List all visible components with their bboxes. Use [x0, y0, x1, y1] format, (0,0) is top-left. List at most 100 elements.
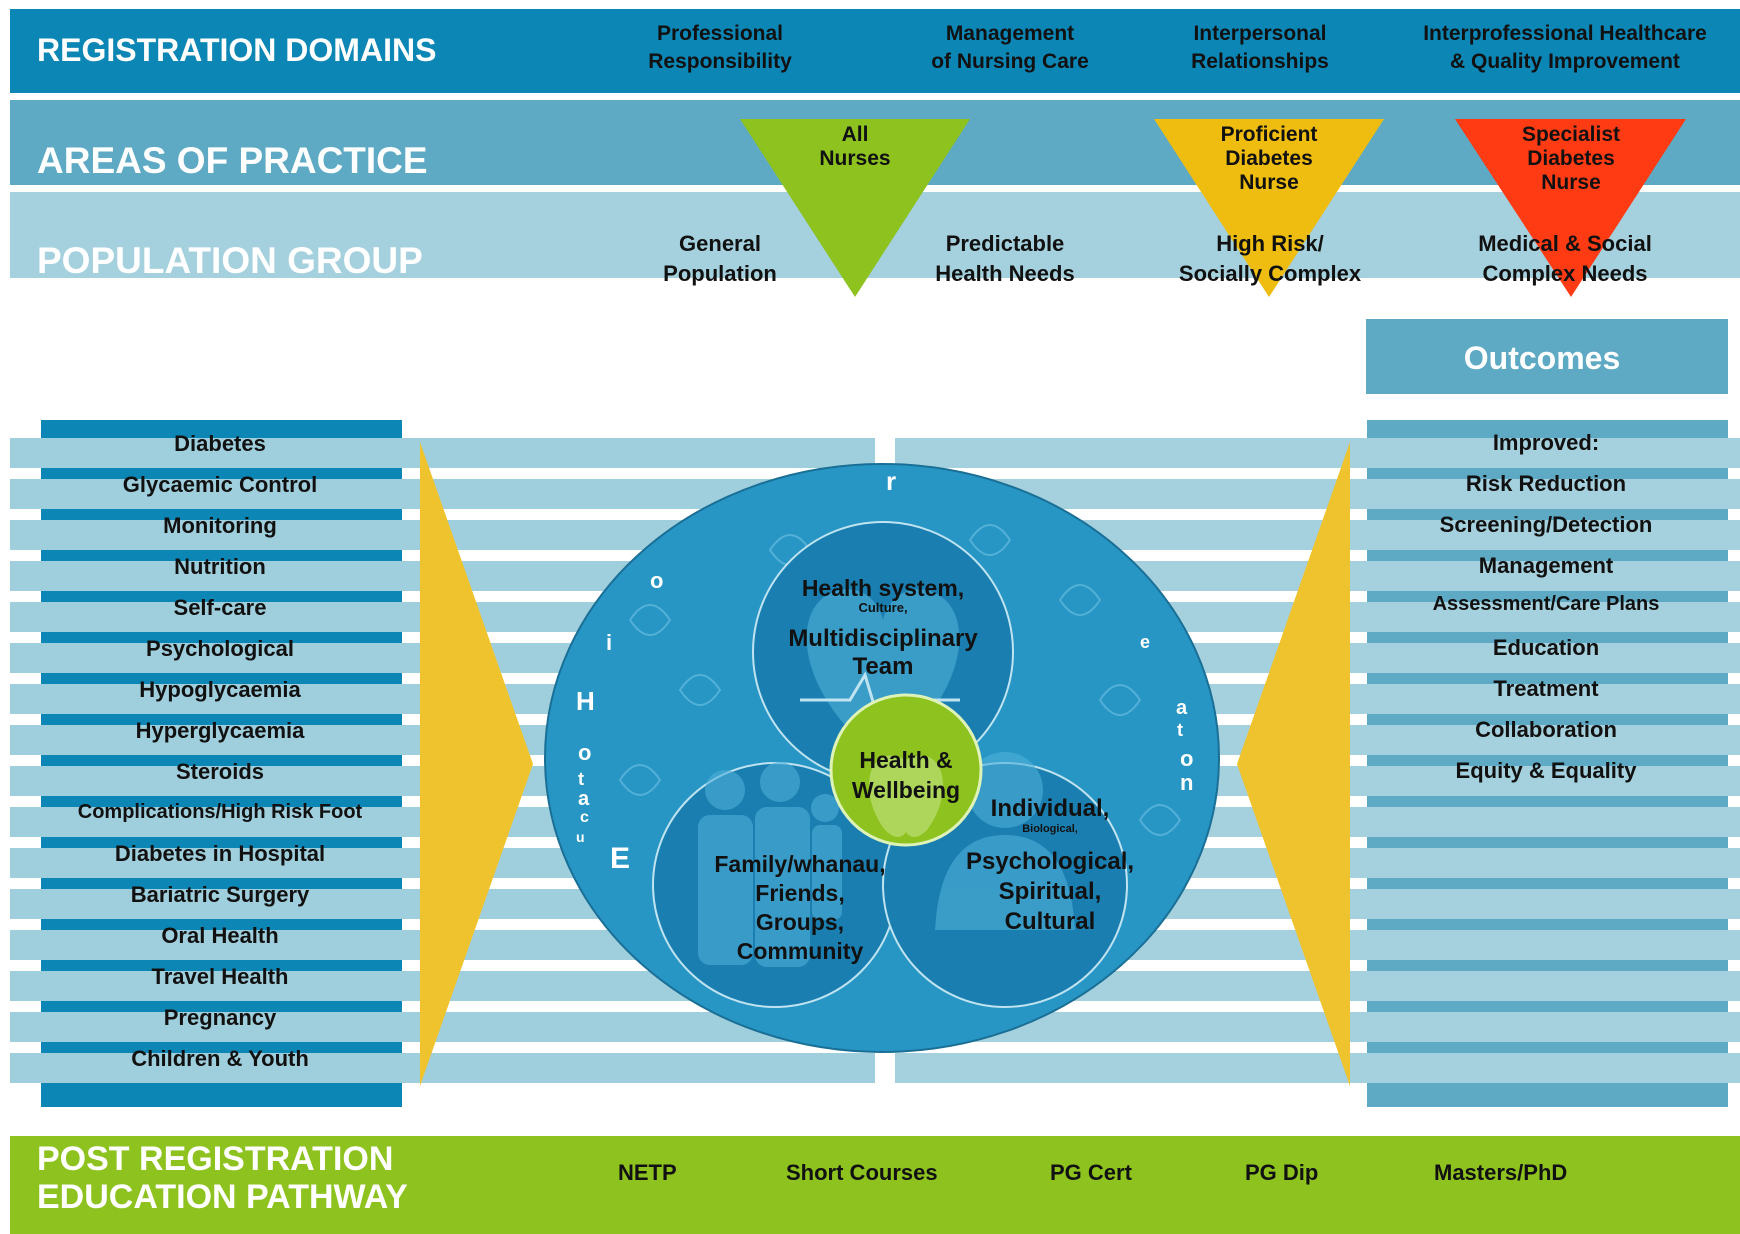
family-member-head — [760, 762, 800, 802]
left-circle-label: Family/whanau, Friends, Groups, Communit… — [690, 850, 910, 966]
rim-letter-c: c — [580, 809, 589, 826]
outcome-item: Management — [1478, 553, 1614, 578]
rim-letter-a: a — [578, 788, 590, 810]
domain-line: Interpersonal — [1193, 22, 1327, 45]
person-head — [967, 752, 1043, 828]
outcome-item: Assessment/Care Plans — [1432, 593, 1660, 615]
population-general: General Population — [610, 229, 830, 289]
stripe-divider — [41, 632, 402, 643]
outcome-item: Screening/Detection — [1439, 512, 1653, 537]
pathway-item-netp: NETP — [618, 1160, 677, 1185]
domain-professional-responsibility: Professional Responsibility — [600, 20, 840, 76]
topic-item: Glycaemic Control — [122, 472, 318, 497]
population-line: Population — [663, 261, 777, 286]
rim-letter-a2: a — [1176, 697, 1188, 719]
stripe-row — [895, 438, 1740, 468]
left-line1: Family/whanau, — [714, 851, 886, 877]
rim-letter-n: n — [1180, 770, 1193, 795]
stripe-divider — [41, 919, 402, 930]
topic-item: Steroids — [175, 759, 265, 784]
center-line2: Wellbeing — [851, 777, 961, 803]
stripe-divider — [41, 673, 402, 684]
rim-letters: r H E o t a c u i o e a t o n — [576, 466, 1193, 875]
topic-item: Diabetes in Hospital — [114, 841, 326, 866]
topic-item: Oral Health — [161, 923, 279, 948]
triangle-line: Nurses — [819, 147, 891, 170]
domain-interpersonal-relationships: Interpersonal Relationships — [1150, 20, 1370, 76]
registration-domains-title: REGISTRATION DOMAINS — [37, 32, 437, 68]
stripe-divider — [1367, 632, 1728, 643]
specialist-nurse-triangle — [1455, 119, 1686, 297]
population-line: Socially Complex — [1178, 261, 1362, 286]
topic-item: Pregnancy — [163, 1005, 277, 1030]
domain-line: of Nursing Care — [931, 50, 1089, 73]
left-line3: Groups, — [755, 909, 845, 935]
stripe-divider — [41, 714, 402, 725]
rim-letter-E: E — [610, 842, 630, 875]
outcomes-list: Improved: Risk Reduction Screening/Detec… — [1366, 430, 1726, 790]
outcome-item: Risk Reduction — [1465, 471, 1627, 496]
domain-line: Professional — [656, 22, 784, 45]
person-body — [935, 835, 1075, 930]
leaf-icon — [968, 524, 1012, 556]
population-group-title: POPULATION GROUP — [37, 240, 423, 281]
pathway-title-line2: EDUCATION PATHWAY — [37, 1178, 408, 1216]
left-arrow — [420, 442, 533, 1086]
stripe-divider — [1367, 468, 1728, 479]
right-line2: Psychological, — [965, 848, 1135, 875]
top-circle-line3: Team — [852, 653, 914, 680]
stripe-divider — [1367, 509, 1728, 520]
topic-item: Complications/High Risk Foot — [77, 801, 363, 823]
wellbeing-circle-diagram: r H E o t a c u i o e a t o n — [544, 463, 1220, 1053]
left-line4: Community — [736, 938, 864, 964]
right-arrow — [1237, 442, 1350, 1086]
population-medical-social: Medical & Social Complex Needs — [1440, 229, 1690, 289]
stripe-divider — [41, 550, 402, 561]
leaf-icon — [1138, 804, 1182, 836]
yellow-arrows — [420, 442, 1350, 1086]
population-predictable: Predictable Health Needs — [890, 229, 1120, 289]
topics-list: Diabetes Glycaemic Control Monitoring Nu… — [40, 431, 400, 1071]
leaf-icon — [618, 764, 662, 796]
triangle-line: Specialist — [1521, 123, 1621, 146]
population-line: Medical & Social — [1478, 231, 1652, 256]
domain-line: & Quality Improvement — [1450, 50, 1680, 73]
stripe-divider — [41, 755, 402, 766]
population-high-risk: High Risk/ Socially Complex — [1150, 229, 1390, 289]
domain-interprofessional-healthcare: Interprofessional Healthcare & Quality I… — [1395, 20, 1735, 76]
right-small: Biological, — [1022, 823, 1078, 835]
individual-icon — [935, 752, 1075, 930]
population-line: High Risk/ — [1216, 231, 1324, 256]
stripe-divider — [1367, 755, 1728, 766]
right-line1: Individual, — [990, 795, 1110, 822]
topic-item: Nutrition — [174, 554, 266, 579]
stripe-divider — [1367, 550, 1728, 561]
family-member-head — [811, 794, 839, 822]
triangle-line: Diabetes — [1225, 147, 1313, 170]
domain-management-nursing-care: Management of Nursing Care — [880, 20, 1140, 76]
stripe-row — [895, 1053, 1740, 1083]
stripe-divider — [1367, 919, 1728, 930]
triangle-line: Nurse — [1541, 171, 1601, 194]
rim-letter-o: o — [578, 740, 591, 765]
proficient-nurse-triangle — [1154, 119, 1384, 297]
pathway-title: POST REGISTRATION EDUCATION PATHWAY — [37, 1140, 408, 1216]
rim-letter-i: i — [606, 630, 612, 655]
right-top-bar — [1367, 420, 1728, 438]
stripe-divider — [1367, 1001, 1728, 1012]
stripe-divider — [1367, 960, 1728, 971]
stripe-divider — [1367, 714, 1728, 725]
family-member-body — [812, 825, 842, 920]
stripe-divider — [1367, 673, 1728, 684]
right-line4: Cultural — [1004, 908, 1096, 935]
stripe-divider — [1367, 1083, 1728, 1094]
topic-item: Self-care — [173, 595, 267, 620]
all-nurses-triangle — [740, 119, 970, 297]
stripe-divider — [41, 878, 402, 889]
apple-icon — [868, 755, 944, 837]
family-member-body — [755, 807, 810, 967]
rim-letter-e: e — [1140, 632, 1150, 652]
top-circle-line2: Multidisciplinary — [788, 625, 978, 652]
stripe-divider — [41, 960, 402, 971]
outcome-item: Education — [1492, 635, 1600, 660]
